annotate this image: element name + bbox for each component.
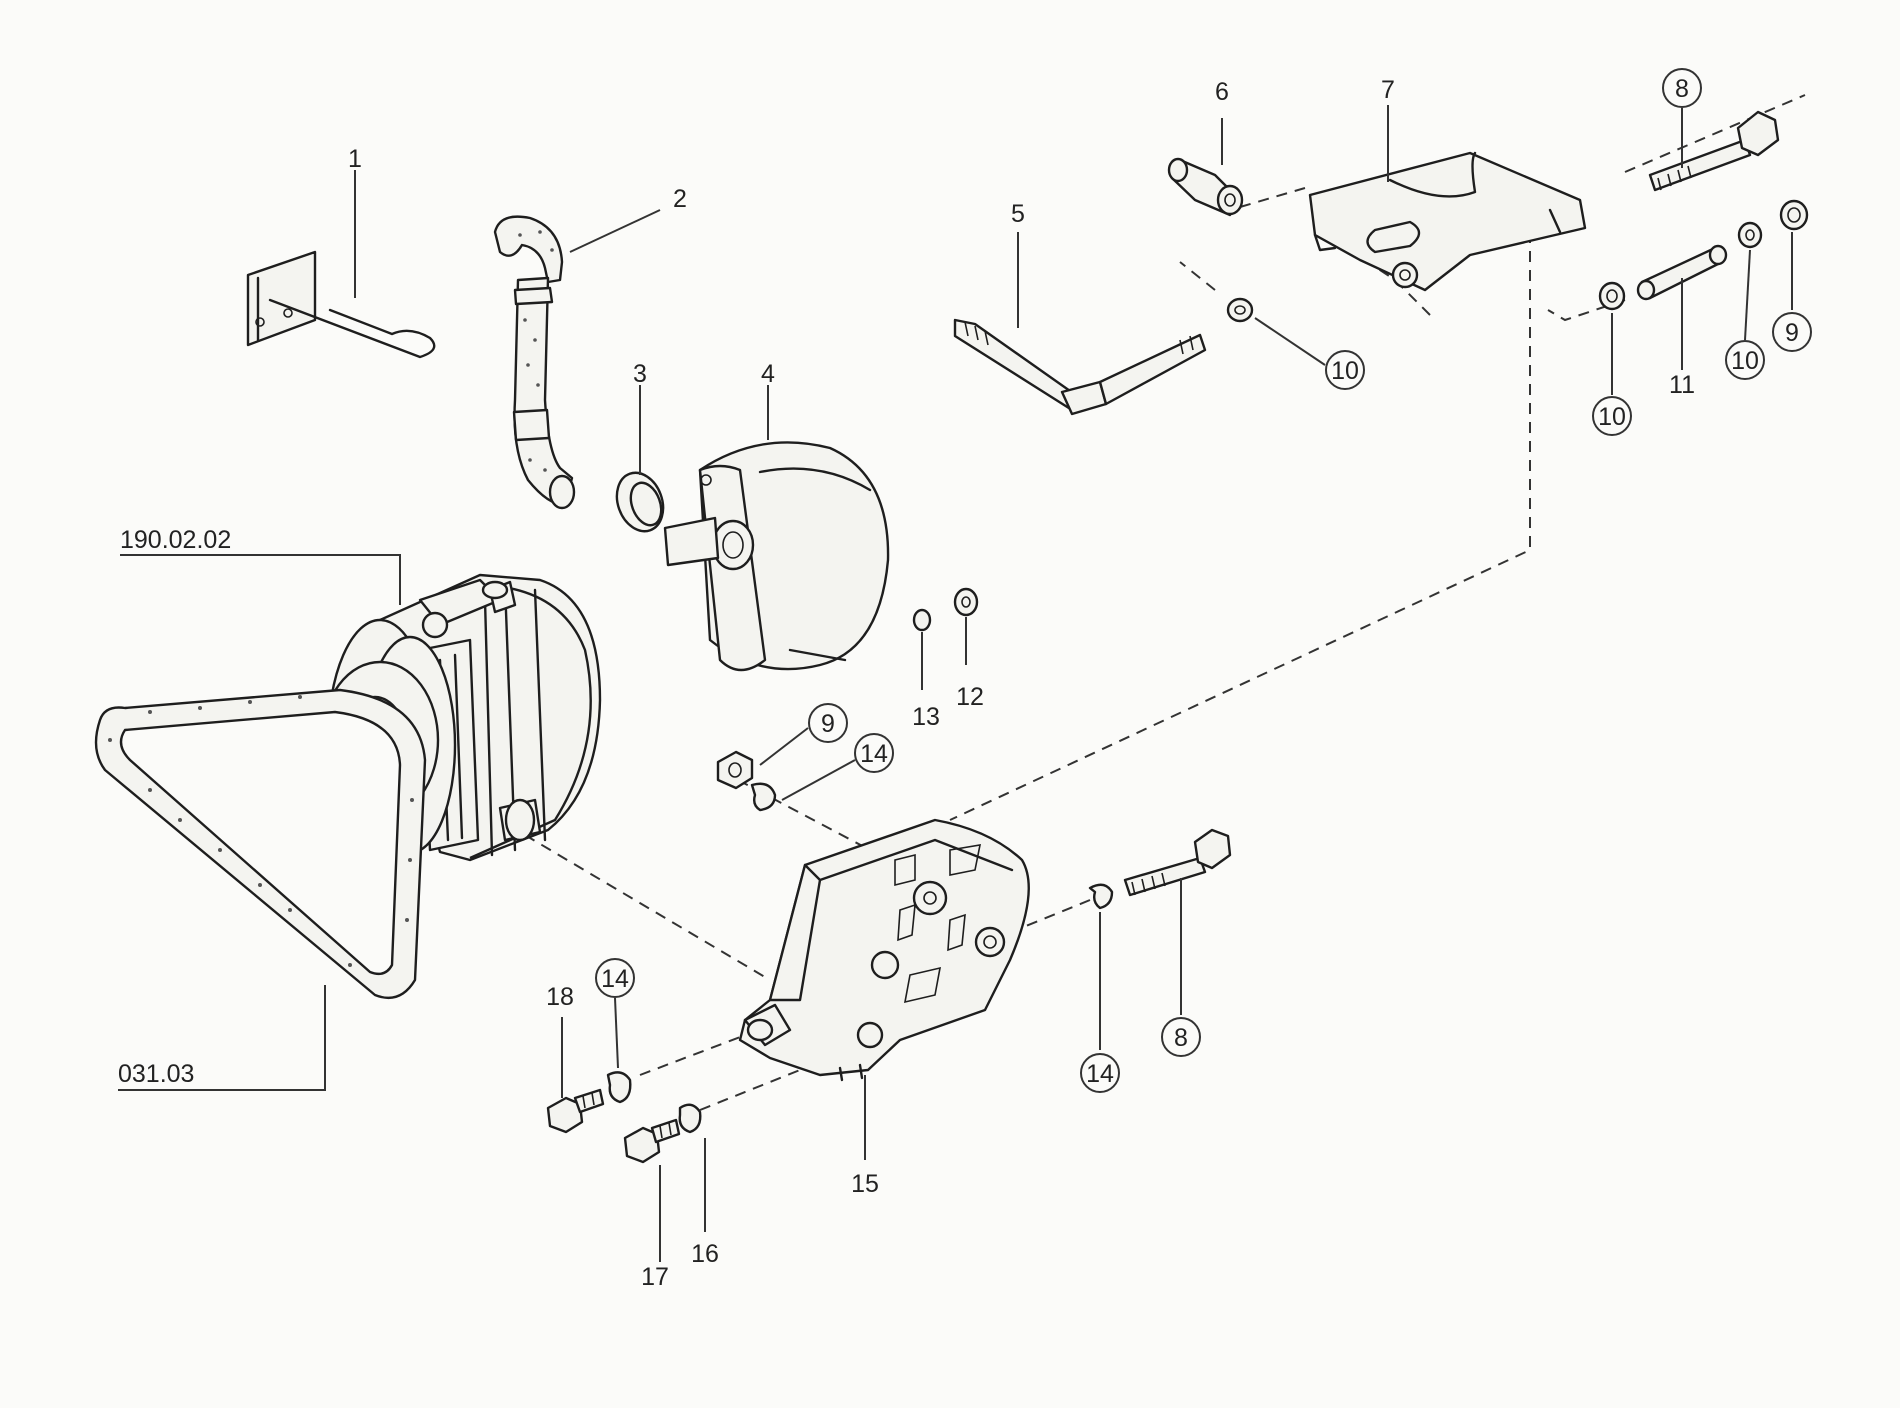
callout-4: 4 bbox=[761, 360, 775, 388]
part-11-spacer bbox=[1636, 244, 1728, 301]
part-8-bolt-right bbox=[1123, 828, 1232, 897]
callout-6: 6 bbox=[1215, 78, 1229, 106]
callout-1: 1 bbox=[348, 145, 362, 173]
callout-12: 12 bbox=[956, 683, 984, 711]
part-8-bolt-top bbox=[1648, 110, 1780, 192]
part-10-washer-top-right bbox=[1737, 221, 1763, 249]
callout-14-mid: 14 bbox=[860, 740, 888, 768]
callout-18: 18 bbox=[546, 983, 574, 1011]
part-7-tension-bracket bbox=[1308, 151, 1587, 292]
callout-circles bbox=[595, 68, 1812, 1093]
belt-texture bbox=[108, 695, 414, 967]
callout-labels: 1 2 3 4 5 6 7 8 9 10 10 10 11 12 13 9 14… bbox=[118, 75, 1799, 1291]
part-14-washer-lower bbox=[606, 1071, 632, 1104]
callout-9-mid: 9 bbox=[821, 710, 835, 738]
part-10-washer-center bbox=[1226, 297, 1254, 323]
callout-16: 16 bbox=[691, 1240, 719, 1268]
leader-lines bbox=[118, 105, 1793, 1262]
part-12-nut bbox=[953, 587, 979, 617]
callout-8-right: 8 bbox=[1174, 1024, 1188, 1052]
reference-alternator: 190.02.02 bbox=[120, 526, 231, 554]
callout-13: 13 bbox=[912, 703, 940, 731]
callout-10-center: 10 bbox=[1331, 357, 1359, 385]
part-17-bolt bbox=[623, 1118, 681, 1164]
callout-9-top: 9 bbox=[1785, 319, 1799, 347]
callout-3: 3 bbox=[633, 360, 647, 388]
callout-5: 5 bbox=[1011, 200, 1025, 228]
callout-10-lower: 10 bbox=[1598, 403, 1626, 431]
part-3-hose-clamp bbox=[615, 471, 665, 533]
part-14-washer-right bbox=[1088, 883, 1114, 910]
reference-belt: 031.03 bbox=[118, 1060, 194, 1088]
callout-7: 7 bbox=[1381, 76, 1395, 104]
callout-11: 11 bbox=[1669, 371, 1695, 399]
part-10-washer-lower-right bbox=[1598, 281, 1626, 311]
part-6-sleeve bbox=[1167, 157, 1244, 217]
part-9-nut-top bbox=[1779, 199, 1809, 231]
hose-texture bbox=[518, 230, 554, 472]
part-18-bolt bbox=[546, 1088, 605, 1134]
callout-8-top: 8 bbox=[1675, 75, 1689, 103]
callout-15: 15 bbox=[851, 1170, 879, 1198]
part-4-air-shroud bbox=[663, 441, 890, 672]
part-5-tension-bolt bbox=[953, 318, 1207, 416]
part-1-wire-bracket bbox=[246, 250, 436, 359]
part-9-nut-mid bbox=[716, 750, 754, 790]
callout-14-lower: 14 bbox=[601, 965, 629, 993]
part-15-mounting-bracket bbox=[738, 818, 1030, 1082]
part-2-hose bbox=[493, 215, 576, 510]
callout-14-right: 14 bbox=[1086, 1060, 1114, 1088]
part-14-washer-mid bbox=[750, 782, 777, 812]
callout-10-right: 10 bbox=[1731, 347, 1759, 375]
part-13-spring-washer bbox=[912, 608, 932, 632]
callout-2: 2 bbox=[673, 185, 687, 213]
part-16-washer bbox=[678, 1103, 702, 1134]
v-belt bbox=[94, 688, 427, 1000]
callout-17: 17 bbox=[641, 1263, 669, 1291]
